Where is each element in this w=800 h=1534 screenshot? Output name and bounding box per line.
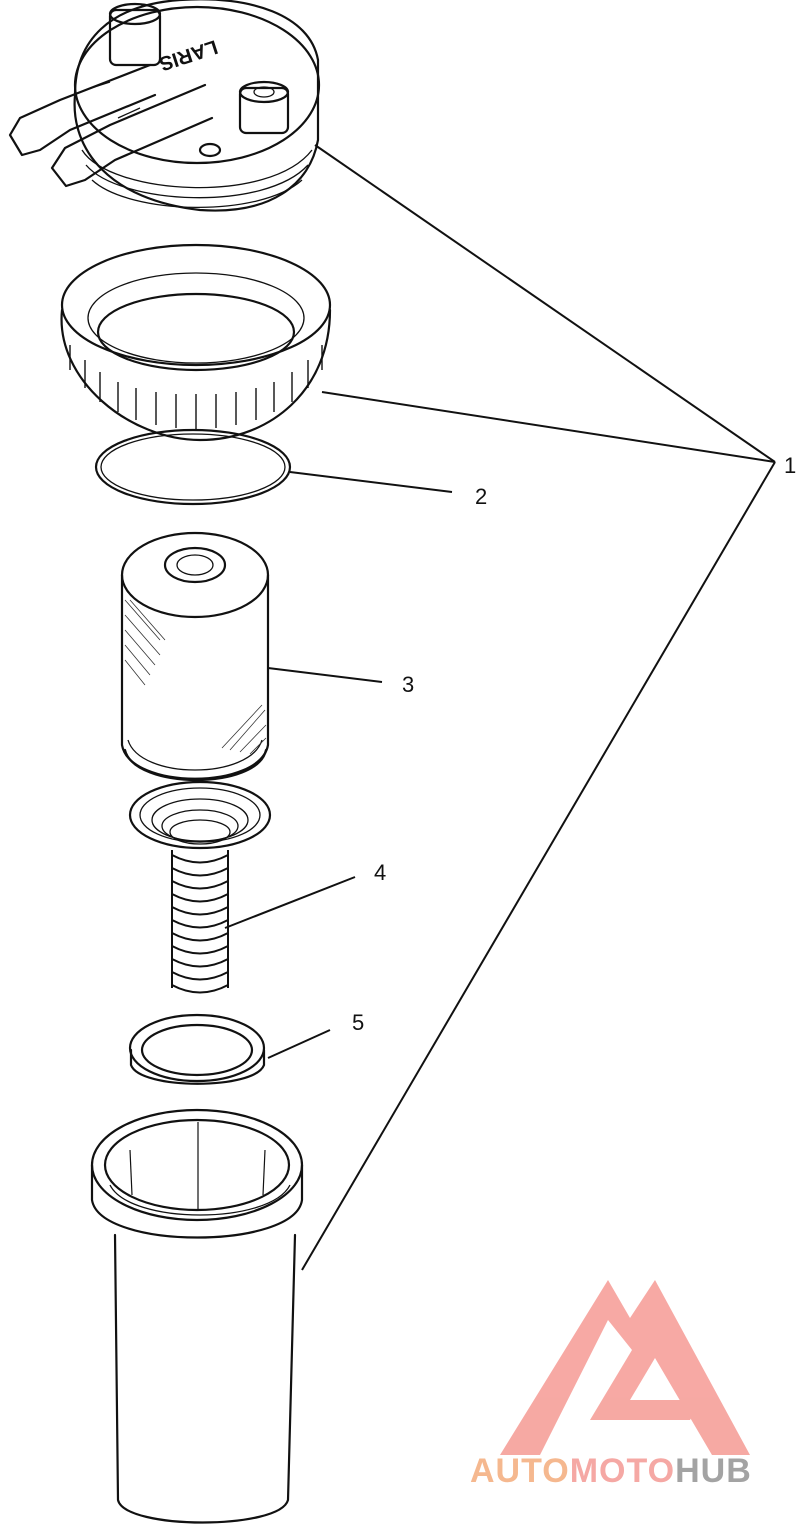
filter-head-cap: LARIS <box>8 0 321 212</box>
callout-1: 1 <box>784 453 796 478</box>
cap-lettering: LARIS <box>156 35 220 74</box>
knurled-retaining-ring <box>60 243 332 442</box>
callout-4: 4 <box>374 860 386 885</box>
leader-lines <box>224 144 776 1271</box>
spring-assembly <box>128 780 272 994</box>
callout-3: 3 <box>402 672 414 697</box>
svg-text:AUTOMOTOHUB: AUTOMOTOHUB <box>470 1452 752 1490</box>
filter-element <box>120 531 270 781</box>
watermark-logo: AUTOMOTOHUB <box>470 1280 752 1490</box>
knurl-teeth <box>69 345 323 430</box>
filter-bowl <box>90 1108 304 1524</box>
callout-5: 5 <box>352 1010 364 1035</box>
o-ring <box>94 428 292 506</box>
watermark-moto: MOTO <box>570 1452 675 1490</box>
watermark-hub: HUB <box>675 1452 752 1490</box>
callout-2: 2 <box>475 484 487 509</box>
watermark-auto: AUTO <box>470 1452 570 1490</box>
gasket-ring <box>128 1013 266 1085</box>
